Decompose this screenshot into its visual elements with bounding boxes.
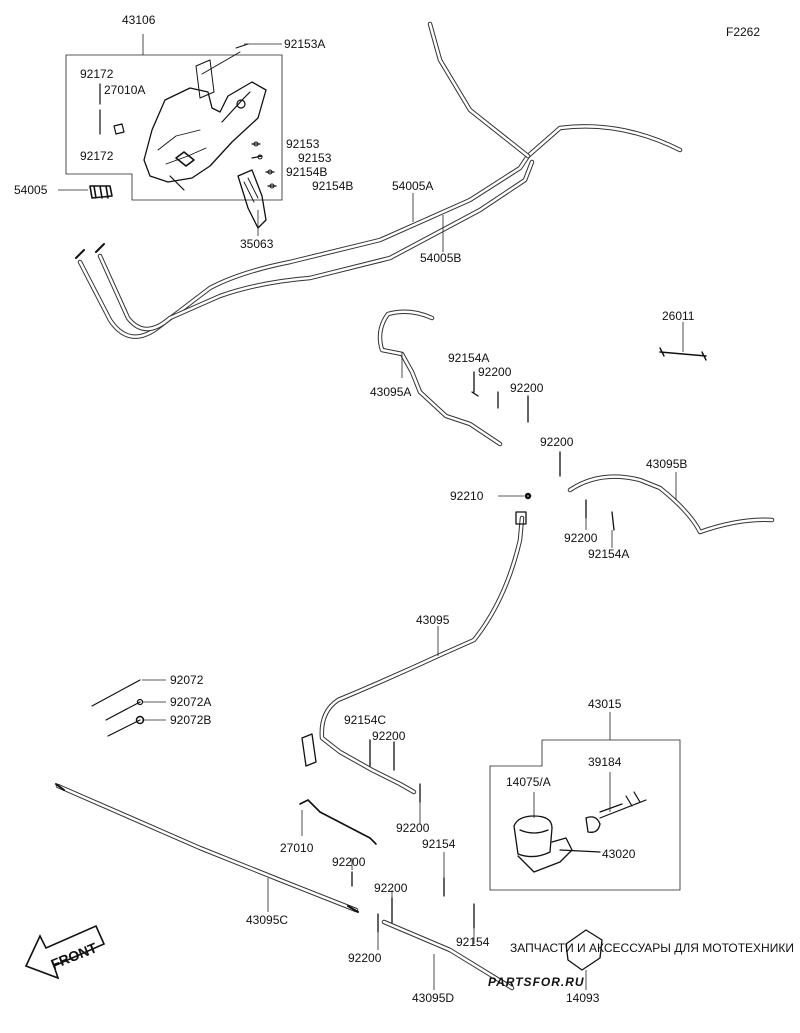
label-92154A-b: 92154A [588, 547, 629, 561]
label-92200-f: 92200 [396, 821, 430, 835]
hose-43095C [55, 783, 359, 913]
label-92172-top: 92172 [80, 67, 114, 81]
label-27010A: 27010A [104, 83, 145, 97]
hose-43095B [498, 472, 775, 548]
label-35063: 35063 [240, 237, 274, 251]
label-92154C: 92154C [344, 713, 386, 727]
label-92154A-a: 92154A [448, 351, 489, 365]
harness-26011 [659, 322, 707, 361]
label-92210: 92210 [450, 489, 484, 503]
label-54005A: 54005A [392, 179, 433, 193]
label-43015: 43015 [588, 697, 622, 711]
label-92200-e: 92200 [372, 729, 406, 743]
hose-43095A [377, 309, 561, 477]
fittings-92072 [91, 679, 166, 737]
label-92153A: 92153A [284, 37, 325, 51]
label-26011: 26011 [662, 309, 695, 323]
label-39184: 39184 [588, 755, 622, 769]
label-43095D: 43095D [412, 991, 454, 1005]
guard-35063 [237, 169, 267, 236]
label-92200-h: 92200 [374, 881, 408, 895]
label-92200-d: 92200 [564, 531, 598, 545]
label-43106: 43106 [122, 13, 156, 27]
label-43095A: 43095A [370, 385, 411, 399]
label-92154-b: 92154 [456, 935, 490, 949]
label-92072B: 92072B [170, 713, 211, 727]
label-54005B: 54005B [420, 251, 461, 265]
watermark-tagline: ЗАПЧАСТИ И АКСЕССУАРЫ ДЛЯ МОТОТЕХНИКИ [510, 941, 794, 955]
label-92200-c: 92200 [540, 435, 574, 449]
label-92172-bottom: 92172 [80, 149, 114, 163]
label-43095C: 43095C [246, 913, 288, 927]
front-arrow-icon: FRONT [24, 924, 106, 980]
label-14075A: 14075/A [506, 775, 551, 789]
master-cylinder-group [489, 712, 681, 891]
label-14093: 14093 [566, 991, 600, 1005]
label-92200-g: 92200 [332, 855, 366, 869]
part-labels: 43106 92153A 92172 27010A 92172 92153 92… [14, 13, 695, 1005]
misc-fittings-bottom [351, 739, 475, 950]
cable-27010 [299, 799, 377, 845]
clamp-54005 [58, 185, 113, 199]
figure-code: F2262 [726, 25, 760, 39]
label-92154B-b: 92154B [312, 179, 353, 193]
watermark-logo: PARTSFOR.RU [488, 975, 585, 989]
watermark: ЗАПЧАСТИ И АКСЕССУАРЫ ДЛЯ МОТОТЕХНИКИ PA… [488, 941, 794, 989]
label-43095: 43095 [416, 613, 450, 627]
label-92072: 92072 [170, 673, 204, 687]
hose-43095 [301, 511, 527, 795]
bracket-14093 [565, 929, 603, 990]
label-92153-a: 92153 [286, 137, 320, 151]
label-43020: 43020 [602, 847, 636, 861]
label-54005: 54005 [14, 183, 48, 197]
label-92154B-a: 92154B [286, 165, 327, 179]
label-27010: 27010 [280, 841, 314, 855]
label-92200-b: 92200 [510, 381, 544, 395]
reservoir-group [65, 34, 283, 201]
label-92154-a: 92154 [422, 837, 456, 851]
label-92200-i: 92200 [348, 951, 382, 965]
label-92072A: 92072A [170, 695, 211, 709]
label-92200-a: 92200 [478, 365, 512, 379]
brake-lines-54005 [75, 21, 683, 339]
hose-43095D [381, 919, 515, 991]
label-43095B: 43095B [646, 457, 687, 471]
label-92153-b: 92153 [298, 151, 332, 165]
